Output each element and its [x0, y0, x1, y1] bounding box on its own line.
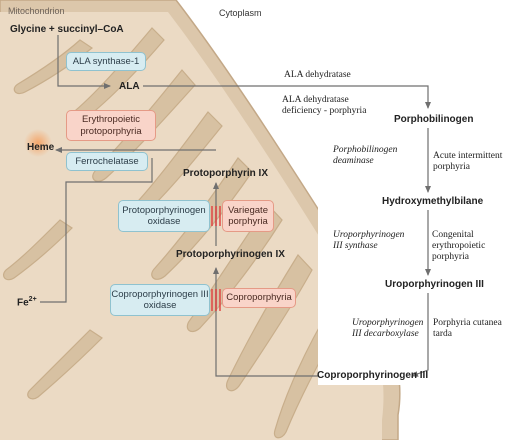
mitochondrion-label: Mitochondrion — [8, 6, 65, 16]
coproporphyria-box: Coproporphyria — [222, 288, 296, 308]
disorder-label-panel — [276, 90, 376, 126]
heme-metabolite: Heme — [27, 142, 55, 153]
ala-synthase-box: ALA synthase-1 — [66, 52, 146, 71]
enzyme-label-panel — [318, 135, 508, 385]
iron-metabolite: Fe2+ — [17, 296, 37, 309]
iron-charge: 2+ — [28, 296, 37, 303]
protoporphyrin-ix-metabolite: Protoporphyrin IX — [183, 168, 268, 179]
cytoplasm-label: Cytoplasm — [219, 8, 262, 18]
ala-synthase-label: ALA synthase-1 — [72, 55, 140, 67]
hydroxymethylbilane-metabolite: Hydroxymethylbilane — [382, 196, 484, 207]
ferrochelatase-label: Ferrochelatase — [75, 155, 139, 167]
ala-dehydratase-label: ALA dehydratase — [284, 70, 351, 80]
coproporphyrinogen-iii-metabolite: Coproporphyrinogen III — [317, 370, 429, 381]
ferrochelatase-box: Ferrochelatase — [66, 152, 148, 171]
glycine-succinyl-coa: Glycine + succinyl–CoA — [10, 24, 124, 35]
porphobilinogen-metabolite: Porphobilinogen — [394, 114, 474, 125]
uroporphyrinogen-iii-metabolite: Uroporphyrinogen III — [385, 279, 484, 290]
protoporphyrinogen-ix-metabolite: Protoporphyrinogen IX — [176, 249, 285, 260]
ala-metabolite: ALA — [119, 81, 140, 92]
coproporphyria-label: Coproporphyria — [226, 292, 292, 304]
heme-glow — [24, 129, 52, 157]
iron-symbol: Fe — [17, 297, 29, 309]
